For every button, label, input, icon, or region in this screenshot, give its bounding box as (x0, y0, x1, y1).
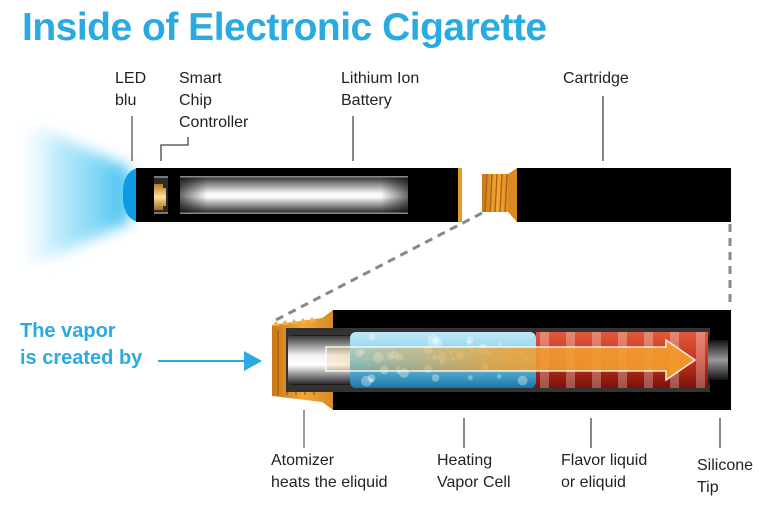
bubble (367, 374, 376, 383)
label-heating-line1: Heating (437, 452, 493, 469)
callout-arrow (158, 351, 262, 371)
leader-chip (160, 137, 189, 161)
label-atomizer-line2: heats the eliquid (271, 474, 388, 491)
label-cartridge: Cartridge (563, 68, 629, 90)
bubble (497, 374, 502, 379)
label-chip-line1: Smart (179, 70, 222, 87)
bubble (361, 375, 372, 387)
label-battery: Lithium Ion Battery (341, 68, 419, 112)
label-chip-line2: Chip (179, 92, 212, 109)
label-tip-line2: Tip (697, 479, 719, 496)
led-cap (122, 168, 137, 222)
label-atomizer-line1: Atomizer (271, 452, 335, 469)
smart-chip-icon (154, 176, 168, 214)
callout-line2: is created by (20, 347, 143, 369)
bubble (432, 338, 437, 342)
bubble (368, 333, 376, 341)
label-cartridge-line1: Cartridge (563, 70, 629, 87)
label-led-line2: blu (115, 92, 137, 109)
label-battery-line1: Lithium Ion (341, 70, 420, 87)
bubble (466, 336, 474, 344)
label-flavor-line1: Flavor liquid (561, 452, 648, 469)
vapor-callout: The vapor is created by (20, 318, 142, 372)
battery-cell-icon (180, 176, 408, 214)
label-heating-cell: Heating Vapor Cell (437, 450, 511, 494)
label-battery-line2: Battery (341, 92, 392, 109)
label-silicone-tip: Silicone Tip (697, 455, 753, 499)
bubble (467, 375, 473, 381)
cartridge-cross-section (272, 310, 731, 410)
label-tip-line1: Silicone (697, 457, 754, 474)
callout-line1: The vapor (20, 320, 116, 342)
label-flavor-line2: or eliquid (561, 474, 626, 491)
label-led: LED blu (115, 68, 146, 112)
cartridge-section (482, 168, 731, 222)
bubble (517, 375, 528, 386)
bubble (431, 374, 440, 382)
bubble (433, 337, 443, 347)
label-flavor-liquid: Flavor liquid or eliquid (561, 450, 647, 494)
zoom-connector-left (271, 211, 483, 324)
bubble (466, 340, 472, 345)
diagram-title: Inside of Electronic Cigarette (22, 6, 547, 49)
bubble (369, 378, 374, 383)
label-smart-chip: Smart Chip Controller (179, 68, 248, 134)
label-heating-line2: Vapor Cell (437, 474, 511, 491)
silicone-tip-icon (708, 340, 728, 380)
label-atomizer: Atomizer heats the eliquid (271, 450, 388, 494)
battery-section (122, 168, 462, 222)
vapor-flow-arrow (325, 338, 697, 382)
label-led-line1: LED (115, 70, 147, 87)
bubble (497, 342, 501, 346)
led-glow (10, 128, 130, 262)
bubble (427, 334, 439, 346)
label-chip-line3: Controller (179, 114, 249, 131)
